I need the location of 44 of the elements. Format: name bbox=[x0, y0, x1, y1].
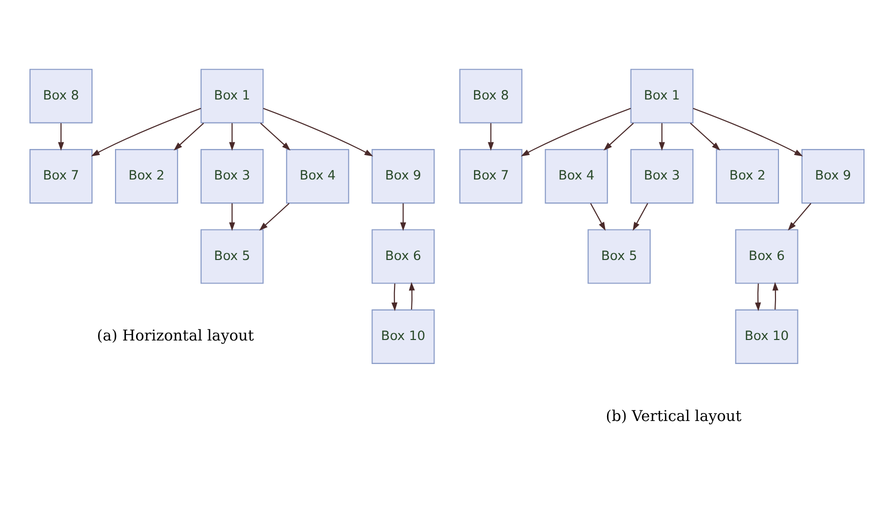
arrow bbox=[658, 123, 665, 151]
label: (b) Vertical layout bbox=[606, 406, 742, 425]
node-box: Box 1 bbox=[630, 68, 694, 124]
arrow bbox=[263, 108, 374, 156]
node-box: Box 5 bbox=[200, 229, 264, 284]
arrow bbox=[772, 282, 778, 310]
node-box: Box 7 bbox=[29, 149, 93, 204]
arrow bbox=[632, 203, 648, 231]
arrow bbox=[260, 122, 290, 150]
arrow bbox=[692, 108, 803, 156]
arrow bbox=[229, 123, 236, 151]
node-box: Box 3 bbox=[200, 149, 264, 204]
label: (a) Horizontal layout bbox=[96, 326, 254, 345]
arrow bbox=[754, 284, 761, 312]
arrow bbox=[788, 203, 812, 231]
node-box: Box 5 bbox=[588, 229, 651, 284]
arrow bbox=[174, 122, 204, 150]
node-box: Box 10 bbox=[735, 309, 798, 364]
node-box: Box 2 bbox=[115, 149, 178, 204]
arrow bbox=[58, 123, 64, 151]
node-box: Box 10 bbox=[372, 309, 435, 364]
node-box: Box 4 bbox=[286, 149, 350, 204]
node-box: Box 8 bbox=[29, 68, 93, 124]
node-box: Box 7 bbox=[459, 149, 522, 204]
node-box: Box 6 bbox=[372, 229, 435, 284]
arrow bbox=[604, 122, 634, 150]
arrow bbox=[590, 203, 606, 231]
arrow bbox=[259, 202, 290, 231]
node-box: Box 8 bbox=[459, 68, 522, 124]
arrow bbox=[229, 203, 236, 231]
arrow bbox=[400, 203, 406, 231]
node-box: Box 4 bbox=[544, 149, 608, 204]
arrow bbox=[91, 108, 202, 156]
arrow bbox=[488, 123, 494, 151]
node-box: Box 6 bbox=[735, 229, 798, 284]
node-box: Box 9 bbox=[372, 149, 435, 204]
node-box: Box 3 bbox=[630, 149, 694, 204]
node-box: Box 1 bbox=[200, 68, 264, 124]
arrow bbox=[690, 122, 720, 150]
node-box: Box 9 bbox=[801, 149, 865, 204]
arrow bbox=[520, 108, 631, 156]
arrow bbox=[391, 284, 398, 312]
arrow bbox=[408, 282, 415, 310]
node-box: Box 2 bbox=[716, 149, 779, 204]
